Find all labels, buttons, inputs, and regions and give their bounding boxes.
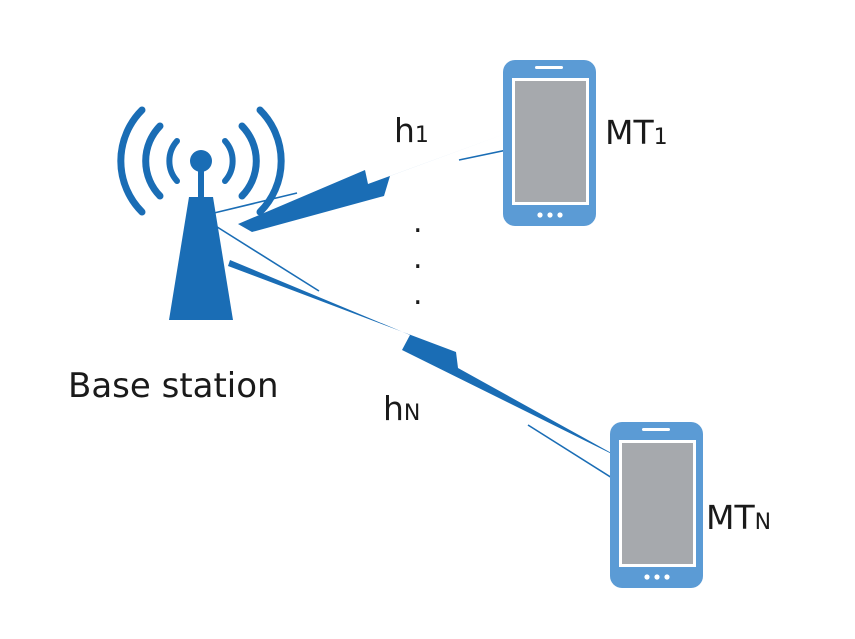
link-h1-bolt bbox=[213, 132, 551, 232]
channel-name: h bbox=[394, 111, 415, 150]
base-station-label: Base station bbox=[68, 366, 279, 406]
ellipsis-dot: . bbox=[413, 205, 423, 240]
channel-subscript: N bbox=[404, 401, 420, 426]
link-hN-bolt bbox=[213, 224, 656, 506]
terminal-name: MT bbox=[605, 113, 654, 152]
antenna-tower-icon bbox=[117, 106, 285, 320]
channel-name: h bbox=[383, 389, 404, 428]
terminal-subscript: 1 bbox=[654, 125, 668, 150]
ellipsis-dot: . bbox=[413, 241, 423, 276]
terminal-subscript: N bbox=[755, 510, 771, 535]
smartphone-icon bbox=[503, 60, 596, 226]
ellipsis-dot: . bbox=[413, 277, 423, 312]
channel-subscript: 1 bbox=[415, 123, 429, 148]
smartphone-icon bbox=[610, 422, 703, 588]
channel-label-h1: h1 bbox=[394, 111, 429, 150]
terminal-label-mt1: MT1 bbox=[605, 113, 668, 152]
terminal-label-mtN: MTN bbox=[706, 498, 771, 537]
channel-label-hN: hN bbox=[383, 389, 420, 428]
terminal-name: MT bbox=[706, 498, 755, 537]
terminal-ellipsis: . . . bbox=[413, 205, 423, 312]
